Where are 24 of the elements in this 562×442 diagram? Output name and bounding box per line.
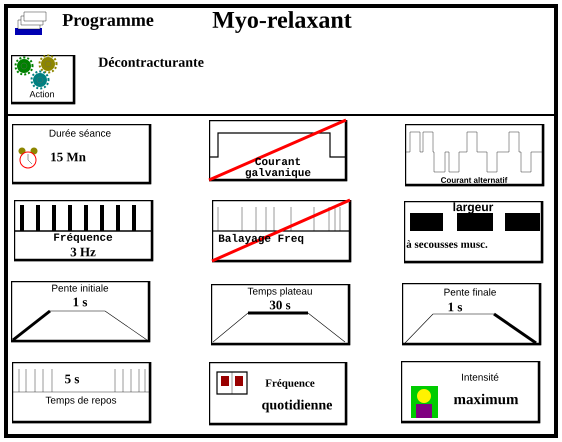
card-label: largeur — [454, 202, 494, 214]
card-label: quotidienne — [262, 400, 332, 412]
card-label: maximum — [454, 394, 518, 404]
card-label: Temps de repos — [46, 396, 116, 406]
card-label: 5 s — [65, 374, 80, 384]
card-label: 1 s — [448, 302, 462, 312]
card-label: Temps plateau — [248, 287, 312, 297]
card-label: 3 Hz — [70, 248, 96, 256]
card-label: à secousses musc. — [406, 240, 488, 248]
card-label: 1 s — [74, 298, 88, 306]
card-label: Courant alternatif — [441, 177, 508, 183]
card-label: Fréquence — [54, 232, 112, 244]
heading: Myo-relaxant — [212, 11, 352, 33]
card-label: 15 Mn — [51, 152, 86, 162]
card-label: Action — [30, 90, 54, 98]
card-label: Fréquence — [265, 379, 314, 389]
card-label: Intensité — [462, 373, 498, 381]
card-label: 30 s — [270, 300, 290, 310]
card-label: Pente finale — [444, 288, 496, 296]
heading: Programme — [62, 14, 154, 30]
card-label: Pente initiale — [52, 284, 108, 292]
heading: Décontracturante — [98, 57, 204, 67]
card-label: Durée séance — [50, 129, 111, 137]
card-label: Courant galvanique — [246, 158, 310, 178]
